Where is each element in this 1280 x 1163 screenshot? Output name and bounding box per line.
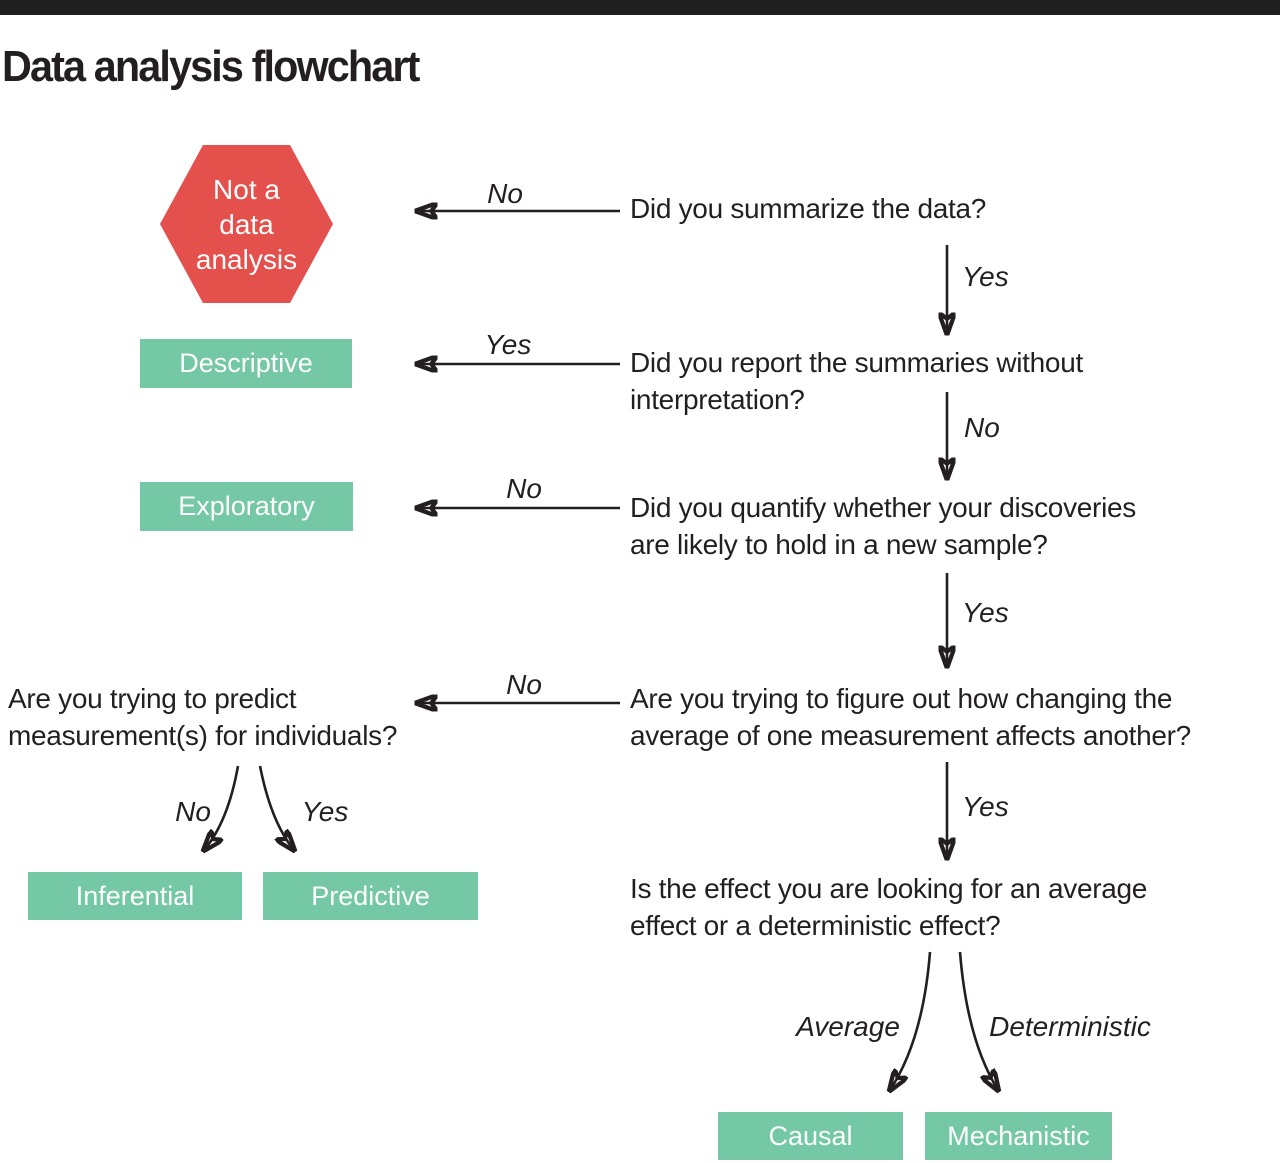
- question-line: measurement(s) for individuals?: [8, 720, 398, 751]
- question-line: Did you quantify whether your discoverie…: [630, 492, 1136, 523]
- edge-label-effect-deterministic: Deterministic: [989, 1011, 1151, 1042]
- node-not-a-data-analysis: Not a data analysis: [160, 145, 333, 303]
- edge-label-average-no: No: [506, 669, 542, 700]
- node-mechanistic: Mechanistic: [925, 1112, 1112, 1160]
- arrow-effect-deterministic: [958, 951, 998, 1090]
- question-predict: Are you trying to predict measurement(s)…: [8, 680, 397, 754]
- edge-label-summarize-no: No: [487, 178, 523, 209]
- hexagon-label-line: data: [219, 208, 274, 240]
- question-line: average of one measurement affects anoth…: [630, 720, 1191, 751]
- edge-label-average-yes: Yes: [962, 791, 1009, 822]
- arrow-effect-average: [890, 951, 932, 1090]
- arrow-predict-yes: [258, 765, 294, 850]
- hexagon-label-line: Not a: [213, 173, 280, 205]
- hexagon-label: Not a data analysis: [160, 145, 333, 303]
- question-summarize: Did you summarize the data?: [630, 190, 986, 227]
- edge-label-report-no: No: [964, 412, 1000, 443]
- page-title: Data analysis flowchart: [2, 42, 420, 91]
- node-descriptive: Descriptive: [140, 339, 352, 388]
- top-bar: [0, 0, 1280, 15]
- edge-label-report-yes: Yes: [484, 329, 532, 360]
- question-line: Did you report the summaries without: [630, 347, 1083, 378]
- edge-label-predict-yes: Yes: [301, 796, 349, 827]
- question-line: are likely to hold in a new sample?: [630, 529, 1048, 560]
- question-line: Is the effect you are looking for an ave…: [630, 873, 1148, 904]
- question-average-change: Are you trying to figure out how changin…: [630, 680, 1191, 754]
- edge-label-quantify-yes: Yes: [962, 597, 1009, 628]
- node-predictive: Predictive: [263, 872, 478, 920]
- question-line: interpretation?: [630, 384, 805, 415]
- question-line: Did you summarize the data?: [630, 193, 987, 224]
- arrow-predict-no: [204, 765, 240, 850]
- question-line: Are you trying to figure out how changin…: [630, 683, 1173, 714]
- node-causal: Causal: [718, 1112, 903, 1160]
- question-line: Are you trying to predict: [8, 683, 297, 714]
- node-exploratory: Exploratory: [140, 482, 353, 531]
- hexagon-shape: [160, 145, 333, 303]
- question-effect-type: Is the effect you are looking for an ave…: [630, 870, 1147, 944]
- edge-label-effect-average: Average: [796, 1011, 900, 1042]
- hexagon-label-line: analysis: [195, 243, 298, 275]
- edge-label-predict-no: No: [175, 796, 211, 827]
- edge-label-summarize-yes: Yes: [962, 261, 1009, 292]
- node-inferential: Inferential: [28, 872, 242, 920]
- question-quantify: Did you quantify whether your discoverie…: [630, 489, 1136, 563]
- question-report: Did you report the summaries without int…: [630, 344, 1083, 418]
- question-line: effect or a deterministic effect?: [630, 910, 1001, 941]
- edge-label-quantify-no: No: [506, 473, 542, 504]
